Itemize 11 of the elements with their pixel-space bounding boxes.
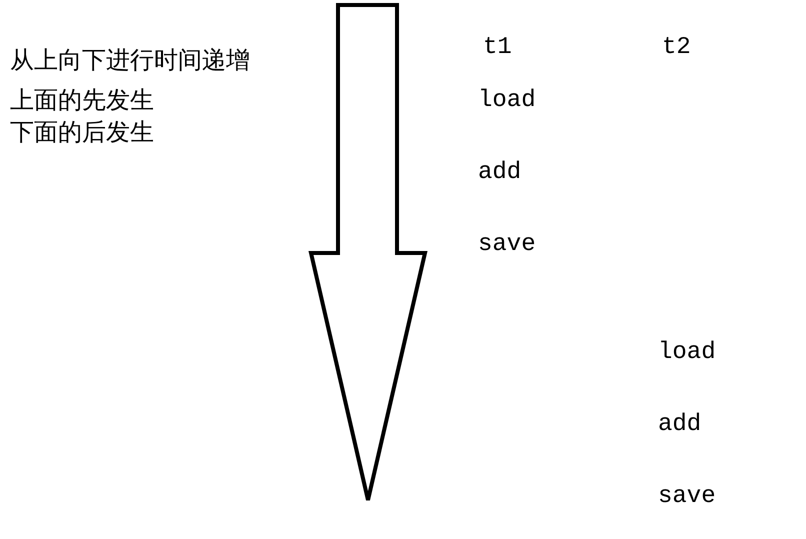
step-label: add — [658, 413, 702, 437]
step-label: add — [478, 161, 522, 185]
step-label: load — [658, 341, 716, 365]
note-text: 下面的后发生 — [10, 120, 154, 144]
note-text: 从上向下进行时间递增 — [10, 48, 250, 72]
step-label: t1 — [483, 36, 512, 60]
step-label: load — [478, 89, 536, 113]
step-label: t2 — [662, 36, 691, 60]
step-label: save — [658, 485, 716, 509]
step-label: save — [478, 233, 536, 257]
note-text: 上面的先发生 — [10, 88, 154, 112]
